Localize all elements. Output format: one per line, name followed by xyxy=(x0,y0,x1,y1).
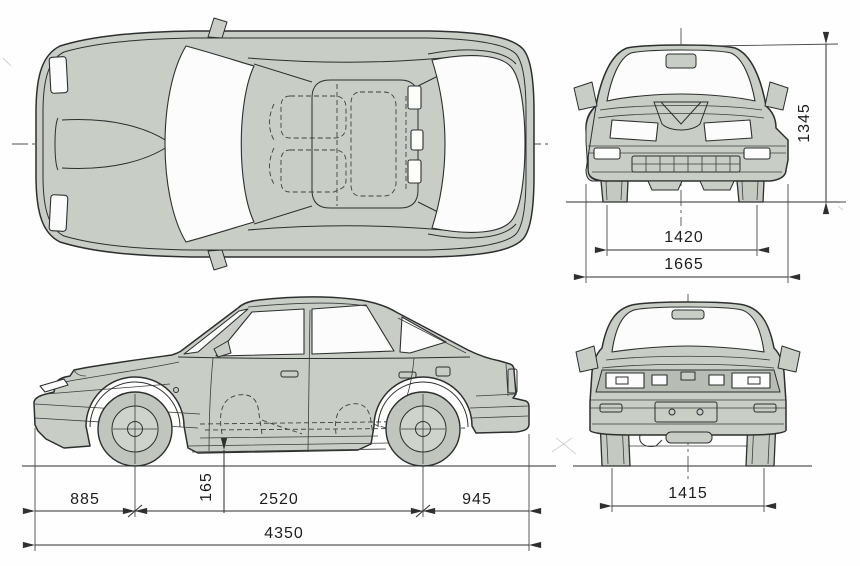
side-view-hood-crease xyxy=(63,361,180,383)
dim-label-overall-height: 1345 xyxy=(796,103,813,143)
rear-view-tire-sidewalls xyxy=(605,421,771,465)
side-view-front-wheel xyxy=(97,391,173,467)
side-view-wheel-arch-lips xyxy=(89,381,469,428)
front-view-right-mirror xyxy=(764,81,789,111)
rear-view-muffler xyxy=(665,431,713,444)
side-view-rear-door-window xyxy=(311,304,395,355)
side-view-windshield-glass xyxy=(183,308,249,355)
rear-view-left-tail-lamp xyxy=(605,372,645,389)
dim-label-overall-width: 1665 xyxy=(664,256,704,273)
top-view-body-inner-line xyxy=(42,37,527,251)
front-view-bumper-slats xyxy=(631,155,741,173)
side-view-belt-line xyxy=(177,356,471,359)
rear-view-rear-window xyxy=(611,306,765,353)
rear-view xyxy=(573,294,812,482)
front-dim-extension-lines xyxy=(585,184,789,283)
dim-slash-ticks xyxy=(127,504,431,518)
front-view-left-flare xyxy=(585,105,601,182)
side-dim-extension-lines xyxy=(34,428,530,551)
side-view-fuel-cap xyxy=(435,366,451,377)
rear-view-right-lamp-inner xyxy=(747,376,761,385)
height-dim-extension-lines xyxy=(711,43,846,203)
top-view-front-seats-dashed xyxy=(269,95,347,193)
rear-view-license-recess xyxy=(654,401,718,423)
dim-label-rear-overhang: 945 xyxy=(462,491,492,508)
rear-view-right-backup-lamp xyxy=(708,374,725,386)
side-view-quarter-window xyxy=(399,316,447,354)
rear-view-left-reflector xyxy=(599,403,623,413)
front-view-grille-emblem xyxy=(653,101,709,131)
rear-view-belt-lines xyxy=(601,355,775,369)
front-view-interior-mirror xyxy=(665,53,697,69)
front-view-chin-spoiler xyxy=(647,180,735,191)
top-view-right-mirror xyxy=(207,249,228,271)
dim-label-overall-length: 4350 xyxy=(264,525,304,542)
top-view-vent-1 xyxy=(407,85,422,110)
scan-artifacts xyxy=(2,57,844,455)
dim-label-ground-clearance: 165 xyxy=(198,472,215,502)
top-view-right-headlight xyxy=(48,194,69,232)
side-view-lock-detail xyxy=(173,387,179,393)
top-view-left-headlight xyxy=(48,56,69,94)
side-view-mirror xyxy=(213,340,232,358)
side-view-rear-door-handle xyxy=(398,371,417,379)
side-view-headlight xyxy=(39,378,69,393)
top-view-rear-window xyxy=(431,55,526,233)
rear-view-wiper-base xyxy=(671,309,705,320)
dim-label-front-track: 1420 xyxy=(664,229,704,246)
front-view-hood-lines xyxy=(597,105,765,119)
rear-view-right-mirror xyxy=(777,345,801,373)
front-view-left-signal xyxy=(593,147,621,160)
dim-label-wheelbase: 2520 xyxy=(259,491,299,508)
top-view-hood-lines xyxy=(54,117,168,171)
top-view-windshield xyxy=(164,45,255,243)
top-view-rear-seat-dashed xyxy=(336,84,407,206)
front-view-right-headlight xyxy=(703,119,753,142)
side-view xyxy=(22,296,556,467)
side-view-rear-wheel xyxy=(385,391,461,467)
top-view-vent-2 xyxy=(410,129,424,151)
dimension-annotations: 885 2520 945 165 4350 1345 1420 1665 141… xyxy=(22,31,846,551)
rear-view-bumper-lines xyxy=(590,399,786,425)
top-view-vent-3 xyxy=(407,159,422,184)
top-view-a-pillar-rails xyxy=(247,55,463,233)
top-view xyxy=(12,17,552,271)
front-view-right-signal xyxy=(743,147,771,160)
dim-label-front-overhang: 885 xyxy=(70,491,100,508)
rear-view-left-backup-lamp xyxy=(651,374,668,386)
front-view-left-headlight xyxy=(609,119,659,142)
dim-label-rear-track: 1415 xyxy=(668,485,708,502)
side-view-roof-inner-line xyxy=(247,302,467,354)
side-view-tail-lamp xyxy=(507,368,518,394)
front-view-left-mirror xyxy=(573,81,598,111)
top-view-left-mirror xyxy=(207,17,228,39)
side-view-front-door-handle xyxy=(280,370,299,378)
front-view xyxy=(566,28,840,226)
rear-view-badge xyxy=(680,371,696,381)
front-view-windshield xyxy=(606,49,756,102)
side-view-rear-lines xyxy=(469,363,529,419)
rear-view-right-reflector xyxy=(753,403,777,413)
top-view-hatch-frame xyxy=(427,49,517,239)
rear-view-tow-hitch xyxy=(639,434,663,447)
rear-view-left-mirror xyxy=(575,345,599,373)
rear-view-right-tail-lamp xyxy=(731,372,771,389)
rear-view-left-lamp-inner xyxy=(615,376,629,385)
